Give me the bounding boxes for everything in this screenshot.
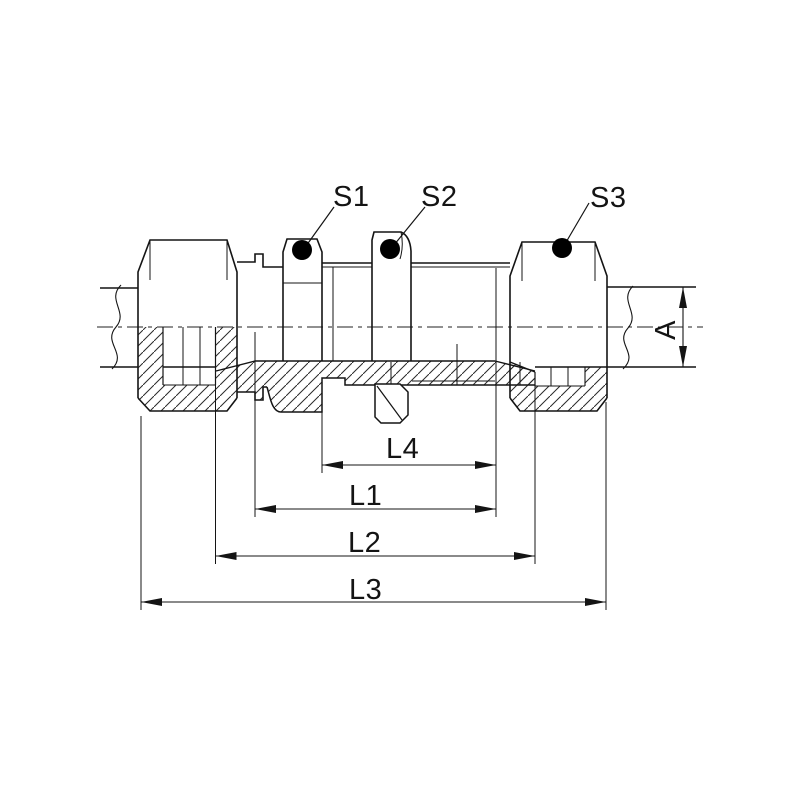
extension-lines <box>140 268 607 610</box>
tube-break-symbol-right <box>622 285 634 370</box>
dimension-label-l3: L3 <box>349 574 383 606</box>
dimension-arrowheads <box>141 287 687 606</box>
dimension-label-l2: L2 <box>348 527 382 559</box>
callout-label-s2: S2 <box>421 181 458 213</box>
callout-leaders <box>292 202 590 260</box>
dimension-label-a: A <box>649 320 682 340</box>
dimension-label-l4: L4 <box>386 433 420 465</box>
right-tube <box>535 285 696 370</box>
callout-label-s1: S1 <box>333 181 370 213</box>
callout-label-s3: S3 <box>590 182 627 214</box>
callout-dot-s1 <box>292 240 312 260</box>
leader-line-s1 <box>305 206 335 247</box>
s2-locknut <box>371 231 412 424</box>
callout-dot-s2 <box>380 239 400 259</box>
s1-locknut <box>282 238 323 361</box>
left-tube <box>100 284 138 370</box>
left-union-nut <box>137 239 238 412</box>
leader-line-s3 <box>564 202 590 245</box>
dimension-label-l1: L1 <box>349 480 383 512</box>
tube-ferrule-cutouts <box>163 327 216 385</box>
tube-break-symbol-left <box>111 284 122 370</box>
callout-dot-s3 <box>552 238 572 258</box>
leader-line-s2 <box>393 206 426 246</box>
